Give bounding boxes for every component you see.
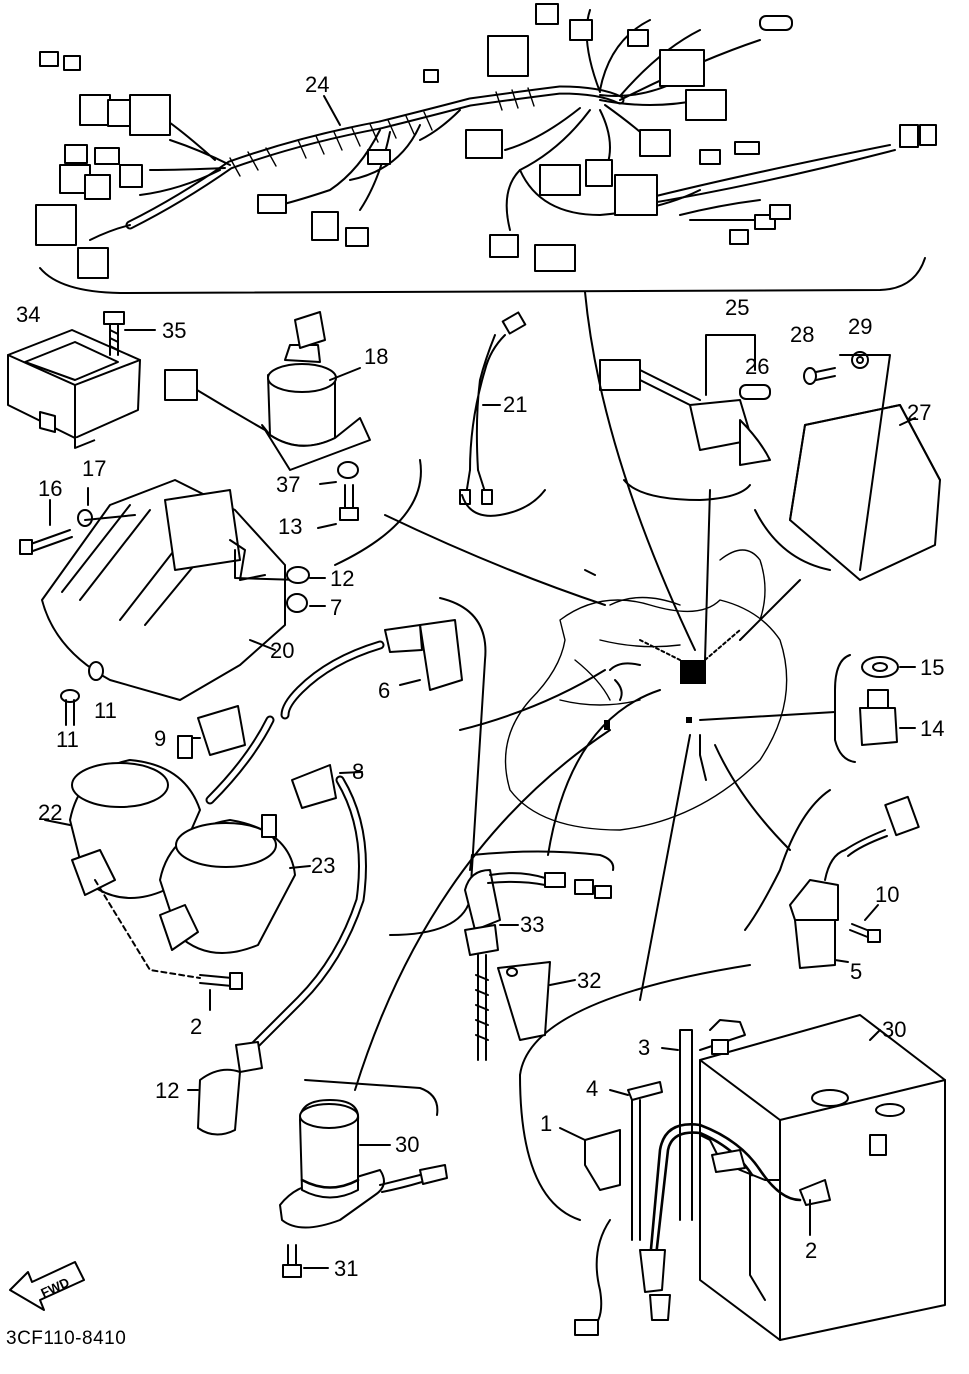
callout-6: 14: [920, 716, 944, 741]
callout-33: 10: [875, 882, 899, 907]
callout-12b: 12: [155, 1078, 179, 1103]
collar-11-right: 8: [291, 759, 364, 809]
callout-28: 28: [790, 322, 814, 347]
ignition-coil-8: 23: [159, 775, 367, 1050]
bolt-19: 13: [278, 484, 359, 539]
battery-1: 30: [699, 1014, 946, 1341]
cable-4: 4: [586, 1076, 663, 1241]
callout-37: 7: [330, 595, 342, 620]
callout-8: 23: [311, 853, 335, 878]
callout-32: 5: [850, 959, 862, 984]
callout-20: 37: [276, 472, 300, 497]
callout-13: 20: [270, 638, 294, 663]
bolt-16: 16: [19, 476, 73, 555]
callout-24: 24: [305, 72, 329, 97]
callout-5: 3: [638, 1035, 650, 1060]
callout-36: 12: [330, 566, 354, 591]
connector-25: 25: [599, 295, 771, 466]
screw-33: 10: [849, 882, 899, 943]
grommet-17: 17: [77, 456, 106, 527]
cdi-unit-27: 27: [789, 354, 941, 581]
callout-3: 2: [805, 1238, 817, 1263]
sensor-22: 33: [464, 869, 612, 1061]
callout-23: 32: [577, 968, 601, 993]
callout-35: 35: [162, 318, 186, 343]
callout-31: 31: [334, 1256, 358, 1281]
fuse-26: 26: [739, 354, 771, 400]
cover-13: 20: [41, 479, 301, 701]
switch-6: 14: [699, 654, 944, 763]
bracket-23: 32: [497, 961, 601, 1041]
washer-29: 29: [848, 314, 872, 369]
fwd-arrow-icon: FWD: [9, 1261, 85, 1311]
battery-cables: 2: [519, 1074, 831, 1336]
callout-12: 6: [378, 678, 390, 703]
bolt-31: 31: [282, 1244, 358, 1281]
callout-30: 30: [395, 1132, 419, 1157]
sensor-lead-21: 21: [459, 311, 546, 517]
callout-25: 25: [725, 295, 749, 320]
starter-relay-30: 30: [279, 1099, 448, 1229]
harness-connectors: [35, 3, 937, 279]
washer-20: 37: [276, 461, 359, 497]
callout-10: 2: [190, 1014, 202, 1039]
callout-27: 27: [907, 400, 931, 425]
screw-14: 11: [56, 689, 80, 752]
sensor-32: 5: [789, 795, 920, 984]
callout-22: 33: [520, 912, 544, 937]
plug-cap-12-top: 6: [280, 619, 463, 720]
nut-37: 7: [286, 593, 342, 620]
bolt-10: 2: [94, 879, 243, 1039]
callout-1: 30: [882, 1017, 906, 1042]
callout-16: 16: [38, 476, 62, 501]
collar-11-left: 9: [154, 705, 246, 756]
callout-17: 17: [82, 456, 106, 481]
callout-14: 11: [56, 727, 79, 752]
callout-4: 4: [586, 1076, 598, 1101]
callout-11b: 8: [352, 759, 364, 784]
grommet-15: 11: [88, 661, 117, 723]
rectifier-regulator-34: 34: [7, 302, 141, 449]
callout-34: 34: [16, 302, 40, 327]
main-switch-18: 18: [164, 311, 388, 471]
callout-19: 13: [278, 514, 302, 539]
bolt-35: 35: [103, 311, 186, 356]
callout-21: 21: [503, 392, 527, 417]
callout-26: 26: [745, 354, 769, 379]
plug-cap-12-bottom: 12: [155, 1041, 263, 1136]
screw-28: 28: [790, 322, 836, 385]
washer-7: 15: [861, 655, 944, 680]
bracket-2: 1: [540, 1111, 621, 1191]
callout-7: 15: [920, 655, 944, 680]
frame-center: [304, 291, 831, 1116]
callout-29: 29: [848, 314, 872, 339]
wire-harness-24: 24: [35, 3, 937, 294]
callout-15: 11: [94, 698, 117, 723]
callout-18: 18: [364, 344, 388, 369]
catalog-code: 3CF110-8410: [6, 1328, 126, 1349]
callout-2: 1: [540, 1111, 552, 1136]
callout-11: 9: [154, 726, 166, 751]
callout-9: 22: [38, 800, 62, 825]
nut-36: 12: [286, 566, 354, 591]
